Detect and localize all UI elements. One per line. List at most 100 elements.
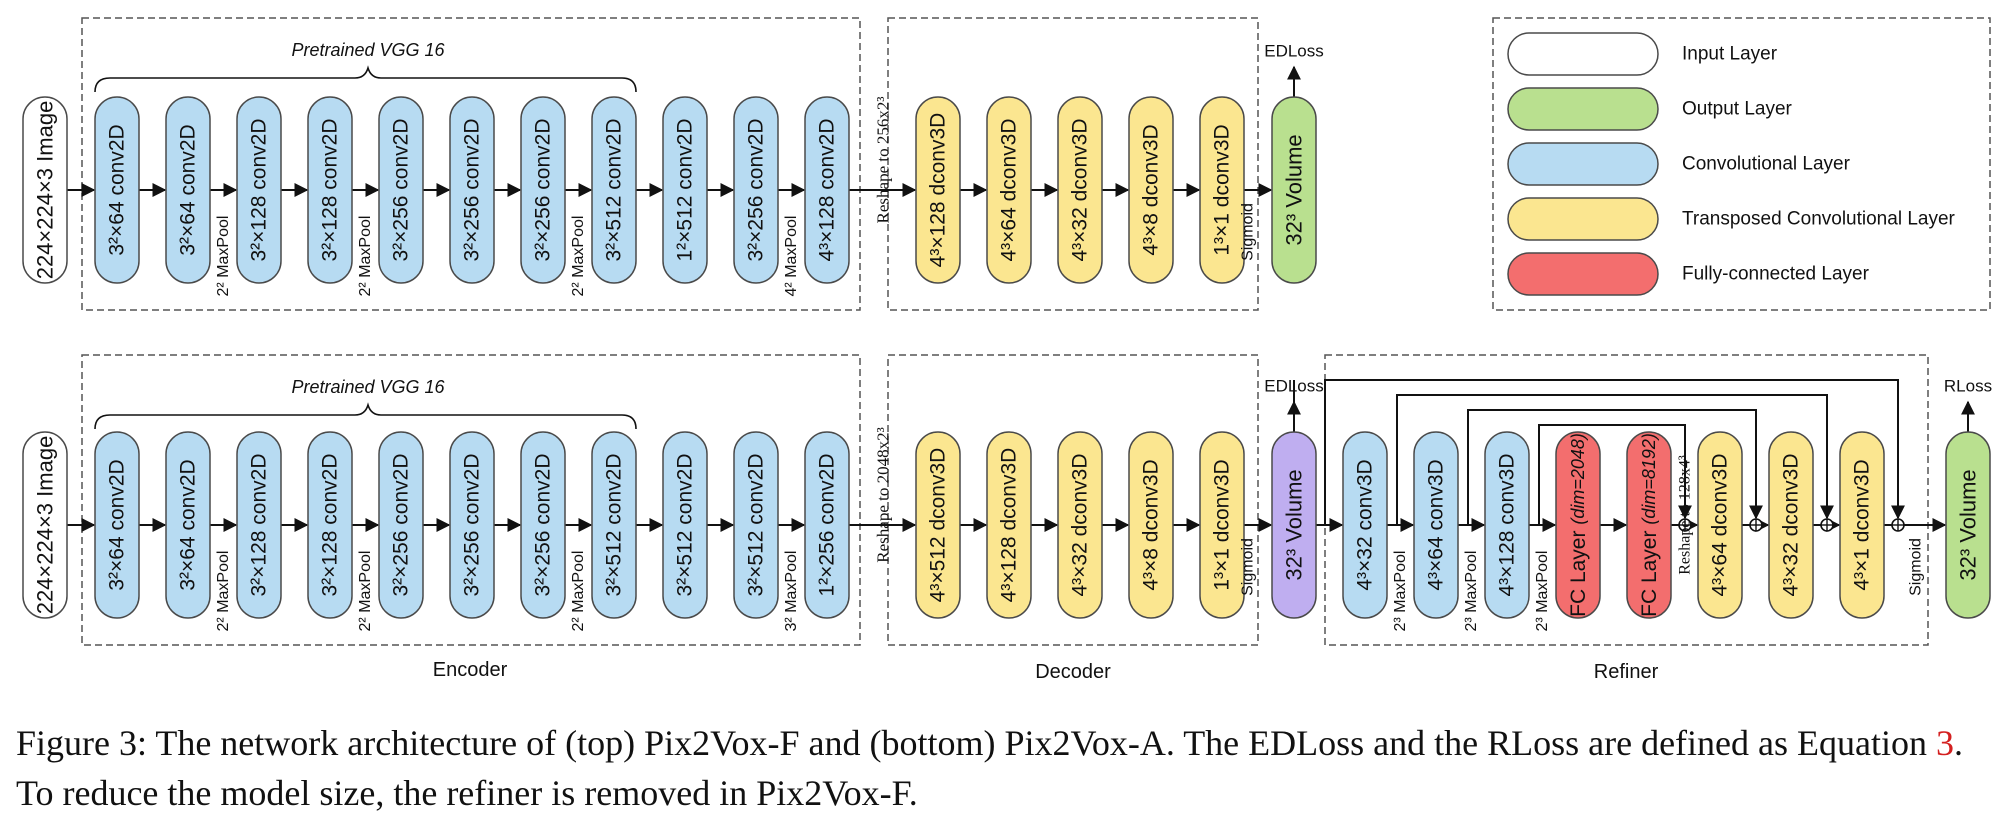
encoder-layer-3-label: 3²×128 conv2D: [248, 453, 271, 596]
encoder-layer-1: [94, 431, 140, 619]
skip-connection-3: [1467, 409, 1763, 525]
encoder-layer-6: [449, 96, 495, 284]
maxpool-label: 4² MaxPool: [783, 216, 800, 297]
fc-layer-2-label: FC Layer (dim=8192): [1638, 433, 1661, 617]
decoder-layer-3: [1057, 431, 1103, 619]
decoder-layer-5: [1199, 96, 1245, 284]
refiner-label: Refiner: [1594, 661, 1659, 683]
encoder-layer-7: [520, 431, 566, 619]
refiner-dconv-2: [1768, 431, 1814, 619]
edloss-label: EDLoss: [1264, 42, 1324, 61]
decoder-box: [887, 17, 1259, 311]
encoder-layer-9: [662, 431, 708, 619]
encoder-layer-3-label: 3²×128 conv2D: [248, 118, 271, 261]
encoder-label: Encoder: [433, 659, 508, 681]
refiner-conv-1-label: 4³×32 conv3D: [1354, 459, 1377, 590]
refiner-dconv-3: [1839, 431, 1885, 619]
encoder-layer-7-label: 3²×256 conv2D: [532, 453, 555, 596]
refiner-dconv-1: [1697, 431, 1743, 619]
decoder-layer-3: [1057, 96, 1103, 284]
encoder-layer-9-label: 1²×512 conv2D: [674, 118, 697, 261]
refined-volume-label: 32³ Volume: [1956, 469, 1981, 580]
decoder-layer-2: [986, 431, 1032, 619]
caption-equation-ref[interactable]: 3: [1936, 723, 1954, 763]
refiner-conv-1: [1342, 431, 1388, 619]
decoder-layer-2: [986, 96, 1032, 284]
encoder-layer-4: [307, 431, 353, 619]
encoder-layer-9-label: 3²×512 conv2D: [674, 453, 697, 596]
decoder-layer-5-label: 1³×1 dconv3D: [1211, 124, 1234, 255]
maxpool-label: 2² MaxPool: [357, 216, 374, 297]
input-image: [22, 431, 68, 619]
encoder-layer-6-label: 3²×256 conv2D: [461, 118, 484, 261]
skip-connection-4: [1538, 424, 1692, 525]
coarse-volume-label: 32³ Volume: [1282, 469, 1307, 580]
encoder-layer-4-label: 3²×128 conv2D: [319, 118, 342, 261]
encoder-layer-5: [378, 96, 424, 284]
rloss-label: RLoss: [1944, 377, 1992, 396]
decoder-layer-4-label: 4³×8 dconv3D: [1140, 459, 1163, 590]
refiner-conv-2-label: 4³×64 conv3D: [1425, 459, 1448, 590]
refiner-dconv-2-label: 4³×32 dconv3D: [1780, 453, 1803, 596]
maxpool-label: 3² MaxPool: [783, 551, 800, 632]
refiner-conv-3-label: 4³×128 conv3D: [1496, 453, 1519, 596]
maxpool-label: 2² MaxPool: [570, 216, 587, 297]
pretrained-label: Pretrained VGG 16: [291, 377, 445, 397]
input-image: [22, 96, 68, 284]
encoder-layer-11-label: 1²×256 conv2D: [816, 453, 839, 596]
encoder-layer-5-label: 3²×256 conv2D: [390, 453, 413, 596]
figure-caption: Figure 3: The network architecture of (t…: [16, 718, 2006, 818]
encoder-layer-1-label: 3²×64 conv2D: [106, 124, 129, 255]
legend-label-input: Input Layer: [1682, 44, 1778, 65]
encoder-layer-5: [378, 431, 424, 619]
encoder-layer-10: [733, 96, 779, 284]
encoder-layer-5-label: 3²×256 conv2D: [390, 118, 413, 261]
encoder-layer-11: [804, 96, 850, 284]
refiner-dconv-1-label: 4³×64 dconv3D: [1709, 453, 1732, 596]
decoder-layer-1-label: 4³×128 dconv3D: [927, 113, 950, 268]
encoder-layer-11-label: 4³×128 conv2D: [816, 118, 839, 261]
coarse-volume: [1271, 431, 1317, 619]
fc-layer-1-label: FC Layer (dim=2048): [1567, 433, 1590, 617]
encoder-layer-3: [236, 96, 282, 284]
refined-volume: [1945, 431, 1991, 619]
sigmoid2-label: Sigmoid: [1908, 538, 1925, 596]
encoder-layer-9: [662, 96, 708, 284]
refiner-conv-3: [1484, 431, 1530, 619]
refiner-maxpool-label: 2³ MaxPool: [1463, 551, 1480, 632]
fc-layer-1: [1555, 431, 1601, 619]
sigmoid-label: Sigmoid: [1240, 538, 1257, 596]
maxpool-label: 2² MaxPool: [215, 551, 232, 632]
maxpool-label: 2² MaxPool: [357, 551, 374, 632]
decoder-layer-1: [915, 96, 961, 284]
encoder-box: [81, 17, 861, 311]
refiner-dconv-3-label: 4³×1 dconv3D: [1851, 459, 1874, 590]
encoder-layer-10: [733, 431, 779, 619]
reshape2-label: Reshape to 128x4³: [1677, 455, 1694, 575]
caption-text-end: . To reduce the model size, the refiner …: [16, 723, 1963, 813]
legend-label-fc: Fully-connected Layer: [1682, 264, 1870, 285]
legend-swatch-fc: [1507, 252, 1659, 296]
encoder-layer-2-label: 3²×64 conv2D: [177, 124, 200, 255]
legend-swatch-output: [1507, 87, 1659, 131]
decoder-layer-4: [1128, 96, 1174, 284]
decoder-layer-4: [1128, 431, 1174, 619]
skip-connection-2: [1396, 394, 1834, 525]
legend-swatch-tconv: [1507, 197, 1659, 241]
input-image-label: 224×224×3 Image: [33, 101, 58, 280]
decoder-layer-5-label: 1³×1 dconv3D: [1211, 459, 1234, 590]
decoder-layer-1: [915, 431, 961, 619]
encoder-layer-2: [165, 96, 211, 284]
architecture-diagram: Pretrained VGG 16 224×224×3 Image 3²×64 co…: [22, 17, 1992, 683]
decoder-label: Decoder: [1035, 661, 1111, 683]
edloss-label: EDLoss: [1264, 377, 1324, 396]
maxpool-label: 2² MaxPool: [570, 551, 587, 632]
coarse-volume-label: 32³ Volume: [1282, 134, 1307, 245]
encoder-layer-1: [94, 96, 140, 284]
encoder-layer-6: [449, 431, 495, 619]
maxpool-label: 2² MaxPool: [215, 216, 232, 297]
encoder-layer-8-label: 3²×512 conv2D: [603, 118, 626, 261]
encoder-layer-1-label: 3²×64 conv2D: [106, 459, 129, 590]
legend-label-tconv: Transposed Convolutional Layer: [1682, 209, 1956, 230]
encoder-layer-8-label: 3²×512 conv2D: [603, 453, 626, 596]
